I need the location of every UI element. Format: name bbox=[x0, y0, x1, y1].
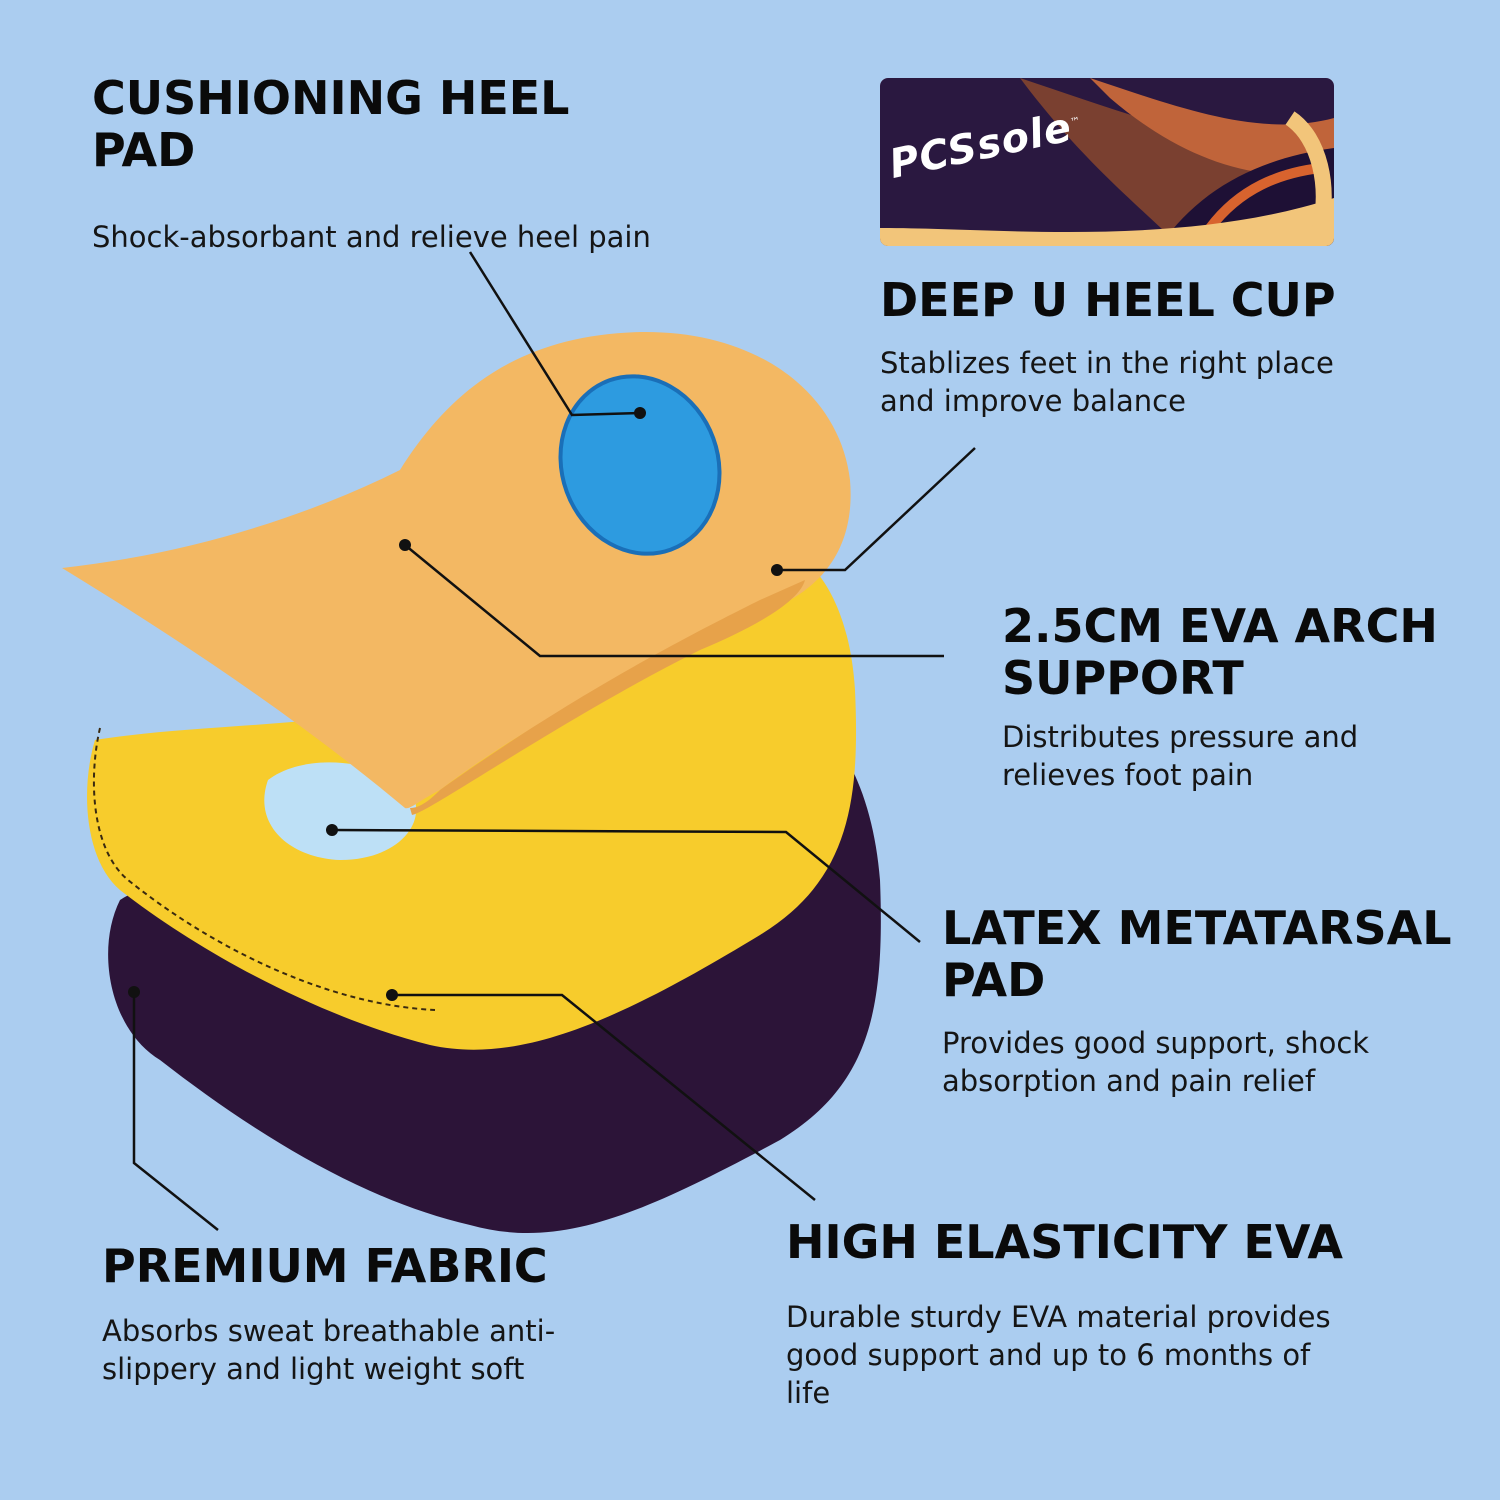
feature-title: LATEX METATARSAL PAD bbox=[942, 901, 1452, 1007]
feature-premium-fabric: PREMIUM FABRIC Absorbs sweat breathable … bbox=[102, 1240, 572, 1388]
leader-lines bbox=[132, 251, 976, 1231]
heel-pad-rim bbox=[558, 374, 722, 556]
feature-description: Distributes pressure and relieves foot p… bbox=[1002, 720, 1359, 792]
feature-description: Provides good support, shock absorption … bbox=[942, 1026, 1370, 1098]
feature-title: CUSHIONING HEEL PAD bbox=[92, 71, 570, 177]
dot-heel-cup bbox=[771, 564, 783, 576]
leader-metatarsal bbox=[331, 828, 921, 943]
feature-title: DEEP U HEEL CUP bbox=[880, 273, 1336, 327]
feature-description: Stablizes feet in the right place and im… bbox=[880, 346, 1334, 418]
feature-high-elasticity-eva: HIGH ELASTICITY EVA Durable sturdy EVA m… bbox=[786, 1216, 1346, 1412]
feature-description: Durable sturdy EVA material provides goo… bbox=[786, 1300, 1331, 1410]
leader-heel-pad bbox=[468, 251, 641, 417]
feature-metatarsal-pad: LATEX METATARSAL PAD Provides good suppo… bbox=[942, 902, 1482, 1100]
dot-fabric bbox=[128, 986, 140, 998]
dot-heel-pad bbox=[634, 407, 646, 419]
heel-cup-edge bbox=[410, 580, 805, 815]
brand-logo-mark: ™ bbox=[1069, 115, 1083, 129]
feature-title: HIGH ELASTICITY EVA bbox=[786, 1215, 1343, 1269]
metatarsal-pad bbox=[264, 762, 417, 860]
leader-dots bbox=[128, 407, 783, 1001]
feature-heel-cup: DEEP U HEEL CUP Stablizes feet in the ri… bbox=[880, 274, 1350, 420]
feature-title: 2.5CM EVA ARCH SUPPORT bbox=[1002, 599, 1438, 705]
dot-arch-support bbox=[399, 539, 411, 551]
dot-metatarsal bbox=[326, 824, 338, 836]
feature-arch-support: 2.5CM EVA ARCH SUPPORT Distributes press… bbox=[1002, 600, 1472, 794]
dot-eva bbox=[386, 989, 398, 1001]
feature-description: Shock-absorbant and relieve heel pain bbox=[92, 220, 651, 254]
leader-eva bbox=[392, 993, 816, 1201]
product-photo: PCSsole™ bbox=[880, 78, 1334, 246]
heel-pad bbox=[560, 376, 720, 554]
feature-heel-pad: CUSHIONING HEEL PAD Shock-absorbant and … bbox=[92, 72, 672, 256]
leader-heel-cup bbox=[777, 447, 976, 572]
leader-arch-support bbox=[404, 544, 944, 658]
feature-title: PREMIUM FABRIC bbox=[102, 1239, 548, 1293]
feature-description: Absorbs sweat breathable anti-slippery a… bbox=[102, 1314, 556, 1386]
leader-fabric bbox=[132, 992, 219, 1231]
